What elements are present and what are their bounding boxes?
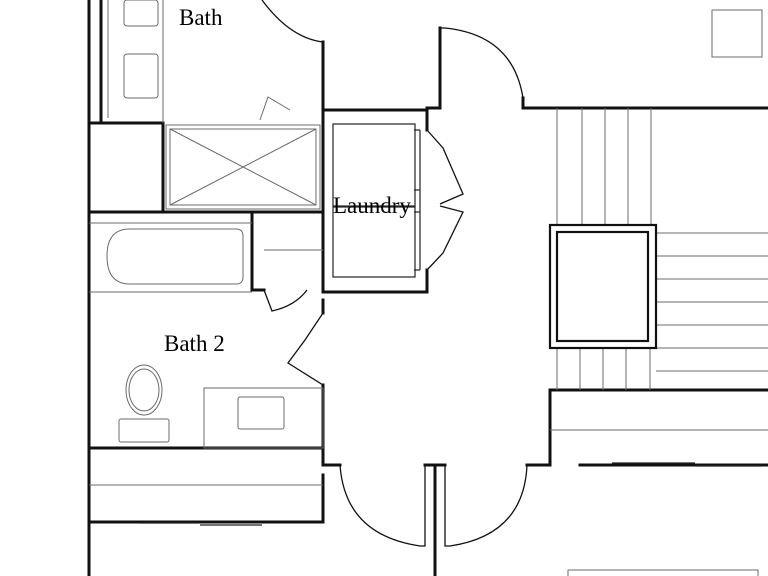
laundry-bifold-top <box>426 129 464 205</box>
room-label-bath: Bath <box>179 5 223 30</box>
hall-door-bottom-right <box>444 464 528 547</box>
hall-door-bottom-left <box>339 464 426 547</box>
walls <box>87 0 768 576</box>
bath-door <box>261 0 324 43</box>
bathtub <box>106 228 244 285</box>
bath-fixtures <box>107 0 324 210</box>
bottom-right-box <box>567 569 759 576</box>
top-right-box <box>711 9 763 58</box>
vanity-sink <box>237 396 285 430</box>
toilet-tank <box>118 418 170 443</box>
dryer <box>332 206 416 278</box>
vanity <box>203 387 324 449</box>
stair-well-outer <box>548 223 658 350</box>
laundry-bifold-bottom <box>426 205 464 271</box>
bath2-fixtures <box>89 222 324 449</box>
sink-bottom <box>123 53 159 99</box>
toilet-bowl <box>125 364 163 416</box>
stairs <box>548 108 768 467</box>
hall-doors <box>339 27 528 547</box>
bath2-door <box>287 312 324 386</box>
washer <box>332 123 416 207</box>
room-label-bath-2: Bath 2 <box>164 331 225 356</box>
laundry-fixtures <box>332 123 464 278</box>
hall-door-top <box>444 27 524 99</box>
bath2-closet-door <box>263 289 308 312</box>
wardrobe-fixtures <box>89 484 323 526</box>
sink-top <box>123 0 159 27</box>
stair-well-inner <box>555 230 650 343</box>
shower <box>165 96 321 210</box>
room-label-laundry: Laundry <box>333 193 411 218</box>
